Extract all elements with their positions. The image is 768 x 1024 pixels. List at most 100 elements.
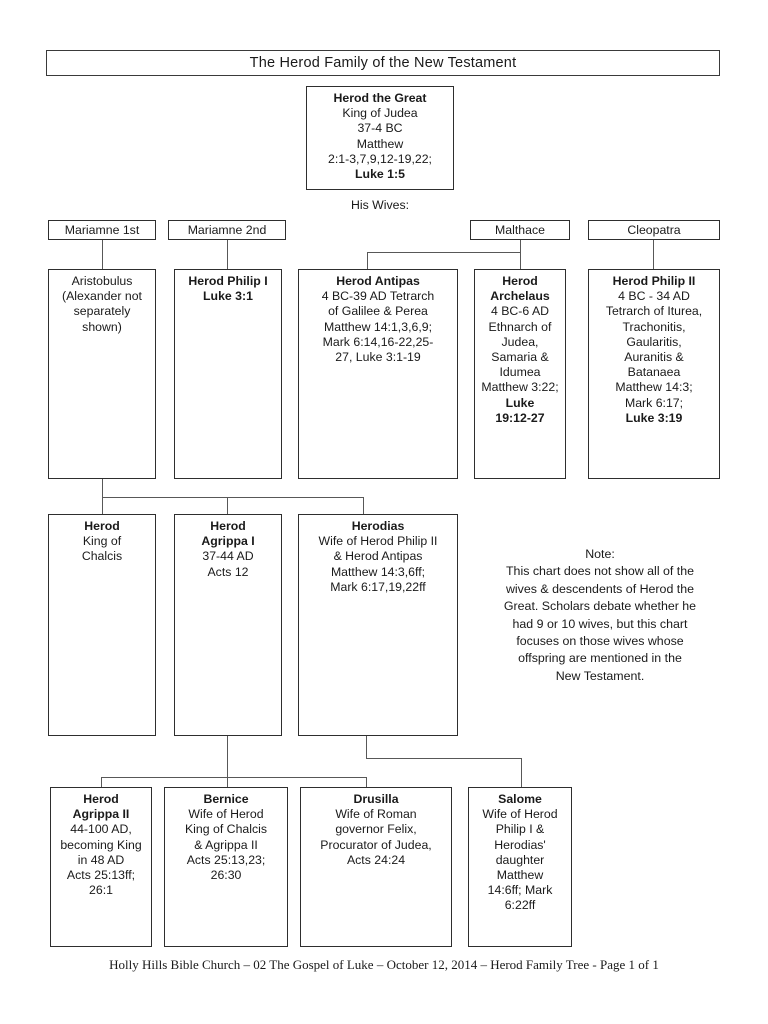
node-herod-the-great: Herod the Great King of Judea 37-4 BC Ma…	[306, 86, 454, 190]
node-name: Salome	[498, 792, 542, 806]
node-line: 26:1	[89, 883, 113, 898]
wife-mariamne-1st: Mariamne 1st	[48, 220, 156, 240]
node-line: & Herod Antipas	[333, 549, 423, 564]
page-title: The Herod Family of the New Testament	[46, 50, 720, 76]
connector-agrippa1-drop	[227, 736, 228, 787]
wife-label: Cleopatra	[627, 223, 681, 237]
node-line: 37-44 AD	[202, 549, 254, 564]
connector-malthace-drop	[520, 240, 521, 269]
node-name: Herod	[84, 519, 120, 533]
connector-cleopatra-philip2	[653, 240, 654, 269]
node-line: Ethnarch of	[488, 319, 552, 334]
node-herod-philip-i: Herod Philip I Luke 3:1	[174, 269, 282, 479]
note-line: offspring are mentioned in the	[518, 651, 682, 666]
note-line: Great. Scholars debate whether he	[503, 599, 697, 614]
node-name: Herod	[502, 274, 538, 288]
wife-label: Mariamne 2nd	[187, 223, 267, 237]
node-line: Agrippa I	[201, 534, 255, 549]
node-line: Batanaea	[627, 365, 681, 380]
page-title-text: The Herod Family of the New Testament	[249, 55, 517, 71]
node-line: Trachonitis,	[622, 319, 686, 334]
node-herodias: Herodias Wife of Herod Philip II & Herod…	[298, 514, 458, 736]
node-line: Archelaus	[490, 289, 550, 304]
node-line: Aristobulus	[71, 274, 133, 288]
note-line: had 9 or 10 wives, but this chart	[512, 616, 688, 631]
node-line: King of Chalcis	[184, 822, 268, 837]
node-line: Luke 1:5	[355, 167, 405, 182]
node-name: Drusilla	[353, 792, 399, 806]
node-name: Herod Philip I	[188, 274, 268, 288]
note-block: Note: This chart does not show all of th…	[466, 546, 734, 685]
connector-gen3-herodias	[363, 497, 364, 514]
node-line: Matthew 3:22;	[481, 380, 559, 395]
node-name: Herod	[210, 519, 246, 533]
note-line: This chart does not show all of the	[505, 564, 695, 579]
connector-gen4-drusilla	[366, 777, 367, 787]
node-line: King of	[82, 534, 122, 549]
connector-gen4-salome	[521, 758, 522, 787]
connector-herodias-salome-bar	[366, 758, 522, 759]
node-line: Herodias'	[494, 837, 546, 852]
node-line: 6:22ff	[504, 898, 536, 913]
connector-herodias-drop	[366, 736, 367, 758]
connector-gen3-bar	[102, 497, 363, 498]
connector-malthace-bar	[367, 252, 521, 253]
note-line: New Testament.	[555, 668, 645, 683]
connector-mariamne1-aristobulus	[102, 240, 103, 269]
node-aristobulus: Aristobulus (Alexander not separately sh…	[48, 269, 156, 479]
connector-gen3-agrippa1	[227, 497, 228, 514]
node-line: Tetrarch of Iturea,	[605, 304, 703, 319]
node-herod-agrippa-ii: Herod Agrippa II 44-100 AD, becoming Kin…	[50, 787, 152, 947]
node-line: Wife of Herod Philip II	[318, 534, 438, 549]
connector-malthace-antipas	[367, 252, 368, 269]
node-line: separately	[73, 304, 131, 319]
node-name: Herod	[83, 792, 119, 806]
node-line: (Alexander not	[62, 289, 142, 304]
wife-cleopatra: Cleopatra	[588, 220, 720, 240]
node-line: Matthew 14:3,6ff;	[330, 564, 426, 579]
node-line: Matthew	[496, 868, 544, 883]
node-name: Bernice	[203, 792, 249, 806]
node-name: Herod the Great	[333, 91, 427, 105]
node-line: 4 BC-6 AD	[490, 304, 550, 319]
node-line: Auranitis &	[624, 350, 684, 365]
node-line: becoming King	[60, 837, 142, 852]
node-herod-agrippa-i: Herod Agrippa I 37-44 AD Acts 12	[174, 514, 282, 736]
node-line: 27, Luke 3:1-19	[335, 350, 421, 365]
node-line: Agrippa II	[72, 807, 130, 822]
his-wives-label: His Wives:	[350, 198, 410, 212]
node-line: 4 BC - 34 AD	[618, 289, 690, 304]
connector-mariamne2-philip1	[227, 240, 228, 269]
node-line: Judea,	[501, 334, 539, 349]
node-drusilla: Drusilla Wife of Roman governor Felix, P…	[300, 787, 452, 947]
node-line: 44-100 AD,	[70, 822, 132, 837]
node-name: Herod Philip II	[612, 274, 696, 288]
node-line: Idumea	[499, 365, 541, 380]
node-line: Acts 12	[207, 564, 249, 579]
node-herod-antipas: Herod Antipas 4 BC-39 AD Tetrarch of Gal…	[298, 269, 458, 479]
wife-mariamne-2nd: Mariamne 2nd	[168, 220, 286, 240]
node-line: Samaria &	[491, 350, 549, 365]
node-line: Luke	[505, 395, 535, 410]
node-line: Wife of Roman	[335, 807, 417, 822]
node-line: Matthew 14:1,3,6,9;	[323, 319, 432, 334]
node-line: in 48 AD	[77, 852, 125, 867]
note-line: wives & descendents of Herod the	[505, 581, 695, 596]
node-line: King of Judea	[342, 106, 418, 121]
node-line: daughter	[495, 852, 545, 867]
node-line: Gaularitis,	[626, 334, 682, 349]
node-line: Luke 3:19	[625, 410, 683, 425]
node-line: Mark 6:17,19,22ff	[330, 579, 426, 594]
connector-gen4-bar	[101, 777, 366, 778]
node-line: Acts 25:13ff;	[66, 868, 136, 883]
node-line: shown)	[82, 319, 122, 334]
node-line: Acts 25:13,23;	[186, 852, 266, 867]
node-herod-archelaus: Herod Archelaus 4 BC-6 AD Ethnarch of Ju…	[474, 269, 566, 479]
node-herod-king-of-chalcis: Herod King of Chalcis	[48, 514, 156, 736]
node-salome: Salome Wife of Herod Philip I & Herodias…	[468, 787, 572, 947]
wife-malthace: Malthace	[470, 220, 570, 240]
node-name: Herodias	[351, 519, 405, 533]
node-line: Mark 6:14,16-22,25-	[322, 334, 434, 349]
node-line: 19:12-27	[495, 410, 545, 425]
